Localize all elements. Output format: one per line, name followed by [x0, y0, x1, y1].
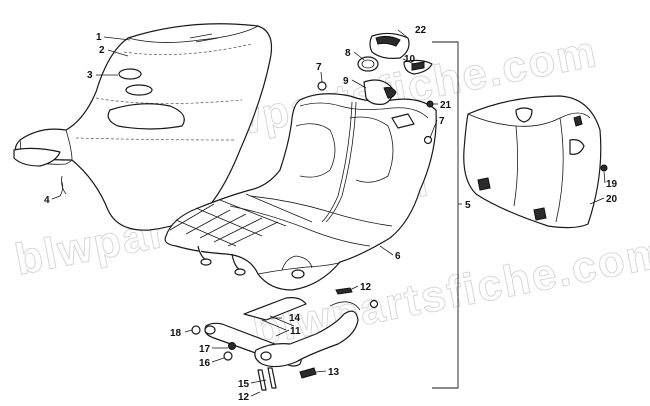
nut-17[interactable]: [228, 342, 236, 350]
leader-lines: [51, 29, 606, 397]
callout-7-right[interactable]: 7: [439, 116, 445, 127]
callout-19[interactable]: 19: [606, 179, 618, 190]
callout-1[interactable]: 1: [96, 32, 102, 43]
washer-16[interactable]: [223, 351, 233, 361]
callout-8[interactable]: 8: [345, 48, 351, 59]
group-bracket-5: [432, 41, 462, 389]
callout-10[interactable]: 10: [404, 54, 416, 65]
bolt-13[interactable]: [299, 367, 317, 379]
seat-base-tray[interactable]: [164, 93, 437, 291]
callout-22[interactable]: 22: [415, 25, 427, 36]
latch-block[interactable]: [391, 113, 415, 129]
callout-20[interactable]: 20: [606, 194, 618, 205]
bolt-15[interactable]: [267, 367, 277, 389]
callout-4[interactable]: 4: [44, 195, 50, 206]
rear-cover-cap[interactable]: [369, 32, 410, 59]
screw-19[interactable]: [600, 164, 608, 172]
bolt-12-upper[interactable]: [335, 287, 379, 309]
callout-13[interactable]: 13: [328, 367, 340, 378]
callout-11[interactable]: 11: [290, 326, 301, 337]
nut-18[interactable]: [191, 325, 201, 335]
callout-21[interactable]: 21: [440, 100, 452, 111]
screw-7-upper[interactable]: [317, 81, 327, 91]
hose-clamp[interactable]: [357, 56, 379, 72]
rear-storage-box[interactable]: [463, 95, 602, 229]
callout-6[interactable]: 6: [395, 251, 401, 262]
callout-16[interactable]: 16: [199, 358, 211, 369]
callout-7-upper[interactable]: 7: [316, 62, 322, 73]
callout-5[interactable]: 5: [465, 200, 471, 211]
fuel-cap-hose[interactable]: [363, 79, 397, 105]
strap-clip[interactable]: [403, 59, 433, 75]
callout-15[interactable]: 15: [238, 379, 250, 390]
mounting-bracket-assembly[interactable]: [204, 297, 361, 368]
bolt-12-lower[interactable]: [257, 369, 267, 391]
callout-18[interactable]: 18: [170, 328, 182, 339]
seat-grommet-icon: [118, 68, 142, 80]
callout-12-lower[interactable]: 12: [238, 392, 250, 403]
callout-17[interactable]: 17: [199, 344, 211, 355]
callout-14[interactable]: 14: [289, 313, 301, 324]
seat-assembly[interactable]: [13, 23, 273, 231]
callout-3[interactable]: 3: [87, 70, 93, 81]
callout-labels: 1 2 3 4 5 6 7 7 8 9 10 11 12 12 13 14 15…: [44, 25, 618, 403]
screw-7-right[interactable]: [423, 135, 433, 145]
callout-9[interactable]: 9: [343, 76, 349, 87]
callout-12-upper[interactable]: 12: [360, 282, 372, 293]
callout-2[interactable]: 2: [99, 45, 105, 56]
